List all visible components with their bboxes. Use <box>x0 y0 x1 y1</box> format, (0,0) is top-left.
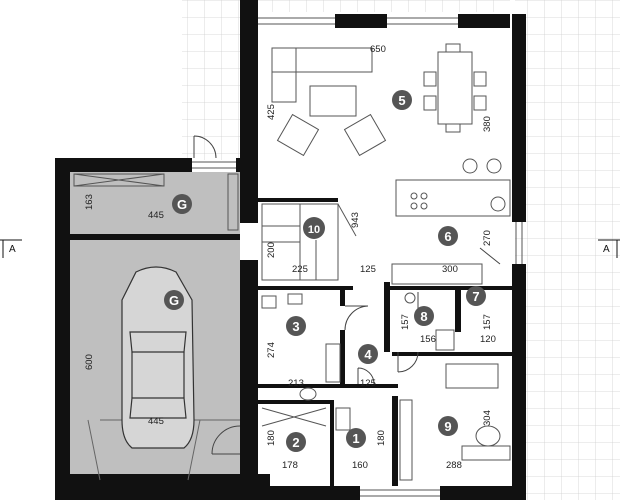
interior-walls <box>70 198 514 486</box>
dim-living-height-right: 380 <box>482 116 493 132</box>
dim-room3-height: 274 <box>266 342 277 358</box>
room-number-10: 10 <box>308 224 320 236</box>
staircase <box>261 203 357 281</box>
room-badge-8: 8 <box>414 306 434 326</box>
dim-room1-height: 180 <box>376 430 387 446</box>
dim-room8-height: 157 <box>400 314 411 330</box>
dim-kitchen-height: 270 <box>482 230 493 246</box>
room-badge-garage: G <box>164 290 184 310</box>
room-badges: G G 1 2 3 4 5 6 <box>164 90 486 452</box>
room-number-garage: G <box>169 293 179 308</box>
room-number-8: 8 <box>420 309 427 324</box>
dim-garage-height: 600 <box>84 354 95 370</box>
dim-garage-width: 445 <box>148 416 164 427</box>
living-sofa <box>271 47 373 73</box>
section-label-left: A <box>9 244 16 255</box>
room9-sofa <box>445 363 499 389</box>
dim-center-height: 943 <box>350 212 361 228</box>
dim-stair-width: 225 <box>292 264 308 275</box>
coffee-table <box>309 85 357 117</box>
room-number-garage-storage: G <box>177 197 187 212</box>
dim-room9-width: 288 <box>446 460 462 471</box>
dim-garage-store-height: 163 <box>84 194 95 210</box>
dim-room1-width: 160 <box>352 460 368 471</box>
dim-garage-store-width: 445 <box>148 210 164 221</box>
room-badge-3: 3 <box>286 316 306 336</box>
room-number-6: 6 <box>444 229 451 244</box>
dim-hall-width: 125 <box>360 378 376 389</box>
section-marker-left: A <box>0 239 22 258</box>
room-number-9: 9 <box>444 419 451 434</box>
dim-room8-width: 156 <box>420 334 436 345</box>
room-number-1: 1 <box>352 431 359 446</box>
armchair-right <box>343 113 387 157</box>
armchair-left <box>276 113 320 157</box>
room-number-2: 2 <box>292 435 299 450</box>
dim-room7-width: 120 <box>480 334 496 345</box>
dimension-labels: 650 425 380 943 200 225 125 300 270 163 … <box>84 44 496 471</box>
dining-table <box>437 51 473 125</box>
room-badge-2: 2 <box>286 432 306 452</box>
room-number-5: 5 <box>398 93 405 108</box>
section-marker-right: A <box>598 239 620 258</box>
dim-living-height-left: 425 <box>266 104 277 120</box>
room-badge-garage-storage: G <box>172 194 192 214</box>
section-label-right: A <box>603 244 610 255</box>
room-badge-9: 9 <box>438 416 458 436</box>
kitchen-counter <box>391 263 483 285</box>
car <box>121 266 195 449</box>
room-badge-4: 4 <box>358 344 378 364</box>
dim-room7-height: 157 <box>482 314 493 330</box>
dim-living-width: 650 <box>370 44 386 55</box>
windows <box>192 17 523 497</box>
kitchen-island <box>395 179 511 217</box>
dim-kitchen-width: 300 <box>442 264 458 275</box>
dim-room9-height: 304 <box>482 410 493 426</box>
room-number-3: 3 <box>292 319 299 334</box>
room-badge-7: 7 <box>466 286 486 306</box>
room-badge-10: 10 <box>303 217 325 239</box>
dim-corridor-width: 125 <box>360 264 376 275</box>
room-number-4: 4 <box>364 347 372 362</box>
room-badge-5: 5 <box>392 90 412 110</box>
dim-room3-width: 213 <box>288 378 304 389</box>
dim-room2-height: 180 <box>266 430 277 446</box>
dim-room2-width: 178 <box>282 460 298 471</box>
terrace-tiles <box>182 0 620 500</box>
room-number-7: 7 <box>472 289 479 304</box>
room-badge-1: 1 <box>346 428 366 448</box>
dim-stair-height: 200 <box>266 242 277 258</box>
exterior-walls <box>55 0 526 500</box>
room-badge-6: 6 <box>438 226 458 246</box>
